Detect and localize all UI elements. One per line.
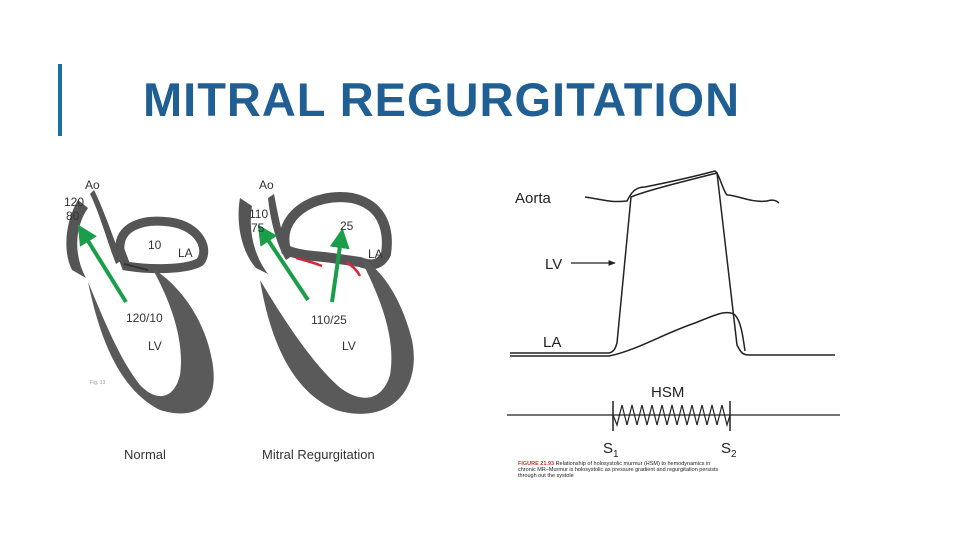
mr-mitral-leaflet-left xyxy=(295,256,323,268)
title-accent-bar xyxy=(58,64,62,136)
normal-left-atrium xyxy=(115,216,209,274)
mr-la-pressure: 25 xyxy=(340,219,354,233)
mr-lv-label: LV xyxy=(342,339,356,353)
hsm-murmur-waveform xyxy=(612,404,731,428)
aorta-label: Aorta xyxy=(515,190,552,207)
figure-caption-line-1: FIGURE 21.93 Relationship of holosystoli… xyxy=(518,461,711,467)
mitral-regurgitation-heart: Ao 110 75 25 LA 110/25 LV Mitral Regurgi… xyxy=(238,178,414,462)
normal-lv-pressure: 120/10 xyxy=(126,311,163,325)
normal-heart: Ao 120 80 10 LA 120/10 LV Fig. 13 Normal xyxy=(64,178,214,462)
normal-heart-caption: Normal xyxy=(124,447,166,462)
normal-ao-label: Ao xyxy=(85,178,100,192)
mr-mitral-leaflet-right xyxy=(345,260,362,277)
mr-ao-label: Ao xyxy=(259,178,274,192)
figure-caption-line-3: through out the systole xyxy=(518,473,574,479)
mr-heart-caption: Mitral Regurgitation xyxy=(262,447,375,462)
s2-label: S2 xyxy=(721,440,737,460)
normal-ao-pressure-diastolic: 80 xyxy=(66,209,80,223)
normal-mitral-valve xyxy=(123,263,149,271)
lv-pressure-curve xyxy=(510,172,835,356)
lv-label: LV xyxy=(545,256,562,273)
normal-left-ventricle xyxy=(88,268,214,414)
slide-title: MITRAL REGURGITATION xyxy=(143,73,741,126)
normal-la-pressure: 10 xyxy=(148,238,162,252)
normal-aorta-wall xyxy=(66,200,88,278)
mr-ao-pressure-diastolic: 75 xyxy=(251,221,265,235)
mr-aorta-inner xyxy=(268,194,292,260)
mr-lv-pressure: 110/25 xyxy=(311,313,347,327)
figure-number: FIGURE 21.93 xyxy=(518,461,555,467)
mr-regurgitant-flow-arrow xyxy=(329,228,350,303)
mr-left-ventricle xyxy=(260,258,414,414)
normal-flow-arrow xyxy=(77,224,128,304)
mr-left-atrium xyxy=(279,192,392,270)
figure-caption-line-2: chronic MR–Murmur is holosystolic as pre… xyxy=(518,467,719,473)
pressure-waveforms: Aorta LV LA HSM S1 S2 xyxy=(507,170,840,460)
mr-aortic-flow-arrow xyxy=(257,224,310,302)
normal-la-label: LA xyxy=(178,246,193,260)
mr-aorta-wall xyxy=(238,198,268,274)
s1-label: S1 xyxy=(603,440,619,460)
mr-la-label: LA xyxy=(368,247,383,261)
hsm-label: HSM xyxy=(651,384,684,401)
la-pressure-curve xyxy=(510,311,746,357)
normal-lv-label: LV xyxy=(148,339,162,353)
aorta-pressure-curve xyxy=(584,170,780,204)
la-label: LA xyxy=(543,334,561,351)
heart-diagrams: Ao 120 80 10 LA 120/10 LV Fig. 13 Normal… xyxy=(64,178,414,462)
normal-figure-mark: Fig. 13 xyxy=(90,380,106,386)
mr-ao-pressure-systolic: 110 xyxy=(249,207,268,221)
normal-ao-pressure-systolic: 120 xyxy=(64,195,84,209)
normal-aorta-inner xyxy=(90,190,122,264)
